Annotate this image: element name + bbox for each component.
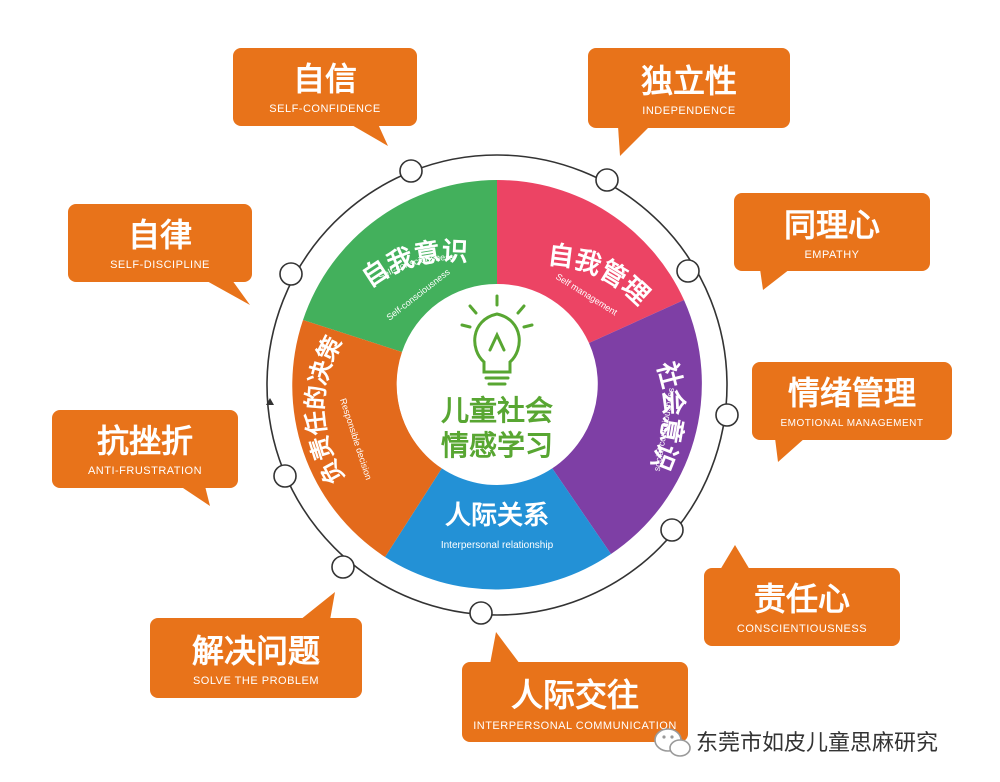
bubble-emotional-management-en: EMOTIONAL MANAGEMENT bbox=[781, 418, 924, 429]
bubble-self-confidence: 自信 SELF-CONFIDENCE bbox=[233, 48, 417, 146]
ring-node bbox=[676, 259, 700, 283]
bubble-conscientiousness: 责任心 CONSCIENTIOUSNESS bbox=[704, 545, 900, 646]
center-title-line2: 情感学习 bbox=[441, 429, 553, 462]
ring-node bbox=[399, 159, 423, 183]
bubble-independence-en: INDEPENDENCE bbox=[642, 105, 735, 117]
ring-arrow-icon bbox=[266, 398, 274, 405]
bubble-self-discipline: 自律 SELF-DISCIPLINE bbox=[68, 204, 252, 305]
center-title-line1: 儿童社会 bbox=[441, 394, 553, 427]
bubble-interpersonal-communication: 人际交往 INTERPERSONAL COMMUNICATION bbox=[462, 632, 688, 742]
bubble-self-discipline-cn: 自律 bbox=[128, 216, 192, 254]
segment-self-awareness bbox=[303, 180, 497, 352]
bubble-emotional-management: 情绪管理 EMOTIONAL MANAGEMENT bbox=[752, 362, 952, 462]
ring-node bbox=[279, 262, 303, 286]
center-hub: 儿童社会 情感学习 bbox=[441, 294, 553, 462]
ring-node bbox=[469, 601, 493, 625]
watermark: 东莞市如皮儿童思麻研究 bbox=[654, 728, 938, 757]
bubble-solve-problem-cn: 解决问题 bbox=[192, 632, 320, 670]
bubble-anti-frustration: 抗挫折 ANTI-FRUSTRATION bbox=[52, 410, 238, 506]
bubble-emotional-management-cn: 情绪管理 bbox=[788, 374, 916, 412]
segment-relationship-label: 人际关系 bbox=[445, 501, 549, 531]
bubble-empathy: 同理心 EMPATHY bbox=[734, 193, 930, 290]
segment-responsible-decision bbox=[292, 320, 442, 557]
ring-node bbox=[331, 555, 355, 579]
bubble-anti-frustration-en: ANTI-FRUSTRATION bbox=[88, 465, 202, 477]
outer-ring bbox=[266, 154, 739, 625]
bubble-self-confidence-en: SELF-CONFIDENCE bbox=[269, 103, 380, 115]
bubble-empathy-en: EMPATHY bbox=[804, 249, 859, 261]
lightbulb-icon bbox=[460, 294, 534, 386]
bubble-interpersonal-communication-en: INTERPERSONAL COMMUNICATION bbox=[473, 720, 677, 732]
sel-donut bbox=[292, 179, 702, 590]
segment-relationship-sublabel: Interpersonal relationship bbox=[441, 540, 554, 551]
bubble-solve-problem-en: SOLVE THE PROBLEM bbox=[193, 675, 319, 687]
bubble-interpersonal-communication-cn: 人际交往 bbox=[511, 676, 639, 714]
watermark-text: 东莞市如皮儿童思麻研究 bbox=[696, 731, 938, 756]
bubble-anti-frustration-cn: 抗挫折 bbox=[97, 422, 193, 460]
segment-self-management bbox=[497, 179, 684, 343]
segment-social-awareness bbox=[552, 300, 702, 554]
ring-node bbox=[273, 464, 297, 488]
ring-node bbox=[715, 403, 739, 427]
segment-relationship bbox=[385, 468, 611, 590]
bubble-independence-cn: 独立性 bbox=[641, 62, 737, 100]
bubble-conscientiousness-en: CONSCIENTIOUSNESS bbox=[737, 623, 867, 635]
bubble-empathy-cn: 同理心 bbox=[784, 206, 880, 244]
bubble-self-confidence-cn: 自信 bbox=[293, 60, 357, 98]
bubble-self-discipline-en: SELF-DISCIPLINE bbox=[110, 259, 210, 271]
ring-node bbox=[660, 518, 684, 542]
bubble-conscientiousness-cn: 责任心 bbox=[754, 580, 850, 618]
ring-node bbox=[595, 168, 619, 192]
wechat-icon bbox=[654, 728, 691, 757]
bubble-solve-problem: 解决问题 SOLVE THE PROBLEM bbox=[150, 592, 362, 698]
bubble-independence: 独立性 INDEPENDENCE bbox=[588, 48, 790, 156]
